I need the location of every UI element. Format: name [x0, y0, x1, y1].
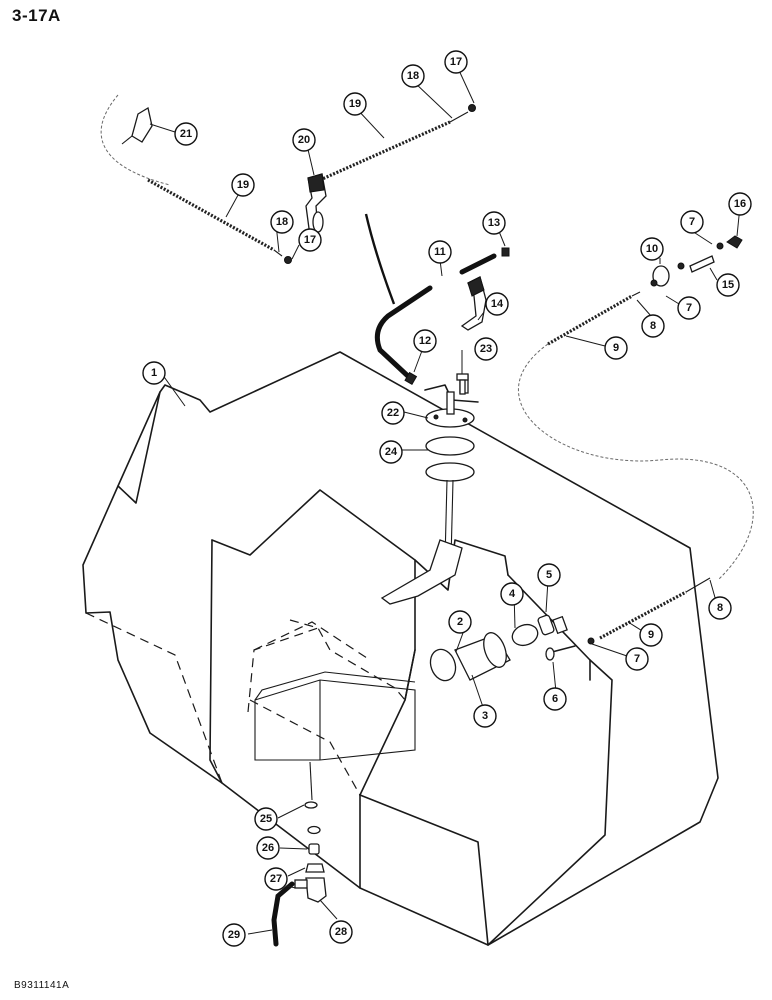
vent-hose: [374, 253, 497, 386]
svg-text:19: 19: [237, 179, 249, 191]
callout-17: 17: [444, 50, 468, 74]
callout-20: 20: [292, 128, 316, 152]
svg-text:1: 1: [151, 367, 157, 379]
callout-28: 28: [329, 920, 353, 944]
callout-5: 5: [537, 563, 561, 587]
svg-text:12: 12: [419, 335, 431, 347]
drain-assembly: [271, 761, 327, 947]
svg-text:19: 19: [349, 98, 361, 110]
callout-18: 18: [270, 210, 294, 234]
svg-text:5: 5: [546, 569, 552, 581]
svg-text:18: 18: [407, 70, 419, 82]
callout-3: 3: [473, 704, 497, 728]
svg-text:28: 28: [335, 926, 347, 938]
svg-text:10: 10: [646, 243, 658, 255]
svg-text:20: 20: [298, 134, 310, 146]
callout-9: 9: [604, 336, 628, 360]
tank-sump: [254, 671, 416, 761]
callout-6: 6: [543, 687, 567, 711]
callout-19: 19: [343, 92, 367, 116]
callout-7: 7: [677, 296, 701, 320]
fuel-tank: [82, 351, 719, 946]
svg-text:13: 13: [488, 217, 500, 229]
svg-text:24: 24: [385, 446, 398, 458]
figure-id: B9311141A: [14, 980, 70, 991]
callout-29: 29: [222, 923, 246, 947]
callout-26: 26: [256, 836, 280, 860]
callout-13: 13: [482, 211, 506, 235]
callout-2: 2: [448, 610, 472, 634]
svg-text:7: 7: [689, 216, 695, 228]
svg-text:3: 3: [482, 710, 488, 722]
svg-text:29: 29: [228, 929, 240, 941]
svg-text:27: 27: [270, 873, 282, 885]
svg-text:9: 9: [648, 629, 654, 641]
svg-text:14: 14: [491, 298, 504, 310]
svg-text:26: 26: [262, 842, 274, 854]
callout-16: 16: [728, 192, 752, 216]
callout-9: 9: [639, 623, 663, 647]
callout-22: 22: [381, 401, 405, 425]
svg-text:11: 11: [434, 246, 446, 258]
svg-text:17: 17: [304, 234, 316, 246]
callout-4: 4: [500, 582, 524, 606]
callout-17: 17: [298, 228, 322, 252]
callout-8: 8: [708, 596, 732, 620]
callout-7: 7: [680, 210, 704, 234]
svg-text:8: 8: [717, 602, 723, 614]
callout-11: 11: [428, 240, 452, 264]
callout-27: 27: [264, 867, 288, 891]
callout-7: 7: [625, 647, 649, 671]
svg-text:9: 9: [613, 342, 619, 354]
shutoff-cable: [518, 235, 754, 645]
callout-8: 8: [641, 314, 665, 338]
svg-text:22: 22: [387, 407, 399, 419]
callout-15: 15: [716, 273, 740, 297]
callout-1: 1: [142, 361, 166, 385]
callout-25: 25: [254, 807, 278, 831]
callout-12: 12: [413, 329, 437, 353]
svg-text:7: 7: [634, 653, 640, 665]
callout-19: 19: [231, 173, 255, 197]
svg-text:17: 17: [450, 56, 462, 68]
leader-lines: [149, 65, 741, 935]
svg-text:18: 18: [276, 216, 288, 228]
svg-text:8: 8: [650, 320, 656, 332]
callout-14: 14: [485, 292, 509, 316]
callout-24: 24: [379, 440, 403, 464]
callout-10: 10: [640, 237, 664, 261]
svg-text:25: 25: [260, 813, 272, 825]
page-code: 3-17A: [12, 6, 61, 25]
filler-hoses: [429, 614, 576, 682]
svg-text:15: 15: [722, 279, 734, 291]
svg-text:2: 2: [457, 616, 463, 628]
callout-21: 21: [174, 122, 198, 146]
svg-text:4: 4: [509, 588, 516, 600]
svg-text:6: 6: [552, 693, 558, 705]
svg-text:16: 16: [734, 198, 746, 210]
callout-23: 23: [474, 337, 498, 361]
svg-text:23: 23: [480, 343, 492, 355]
svg-text:7: 7: [686, 302, 692, 314]
callout-18: 18: [401, 64, 425, 88]
svg-text:21: 21: [180, 128, 192, 140]
upper-cable: [100, 94, 476, 305]
